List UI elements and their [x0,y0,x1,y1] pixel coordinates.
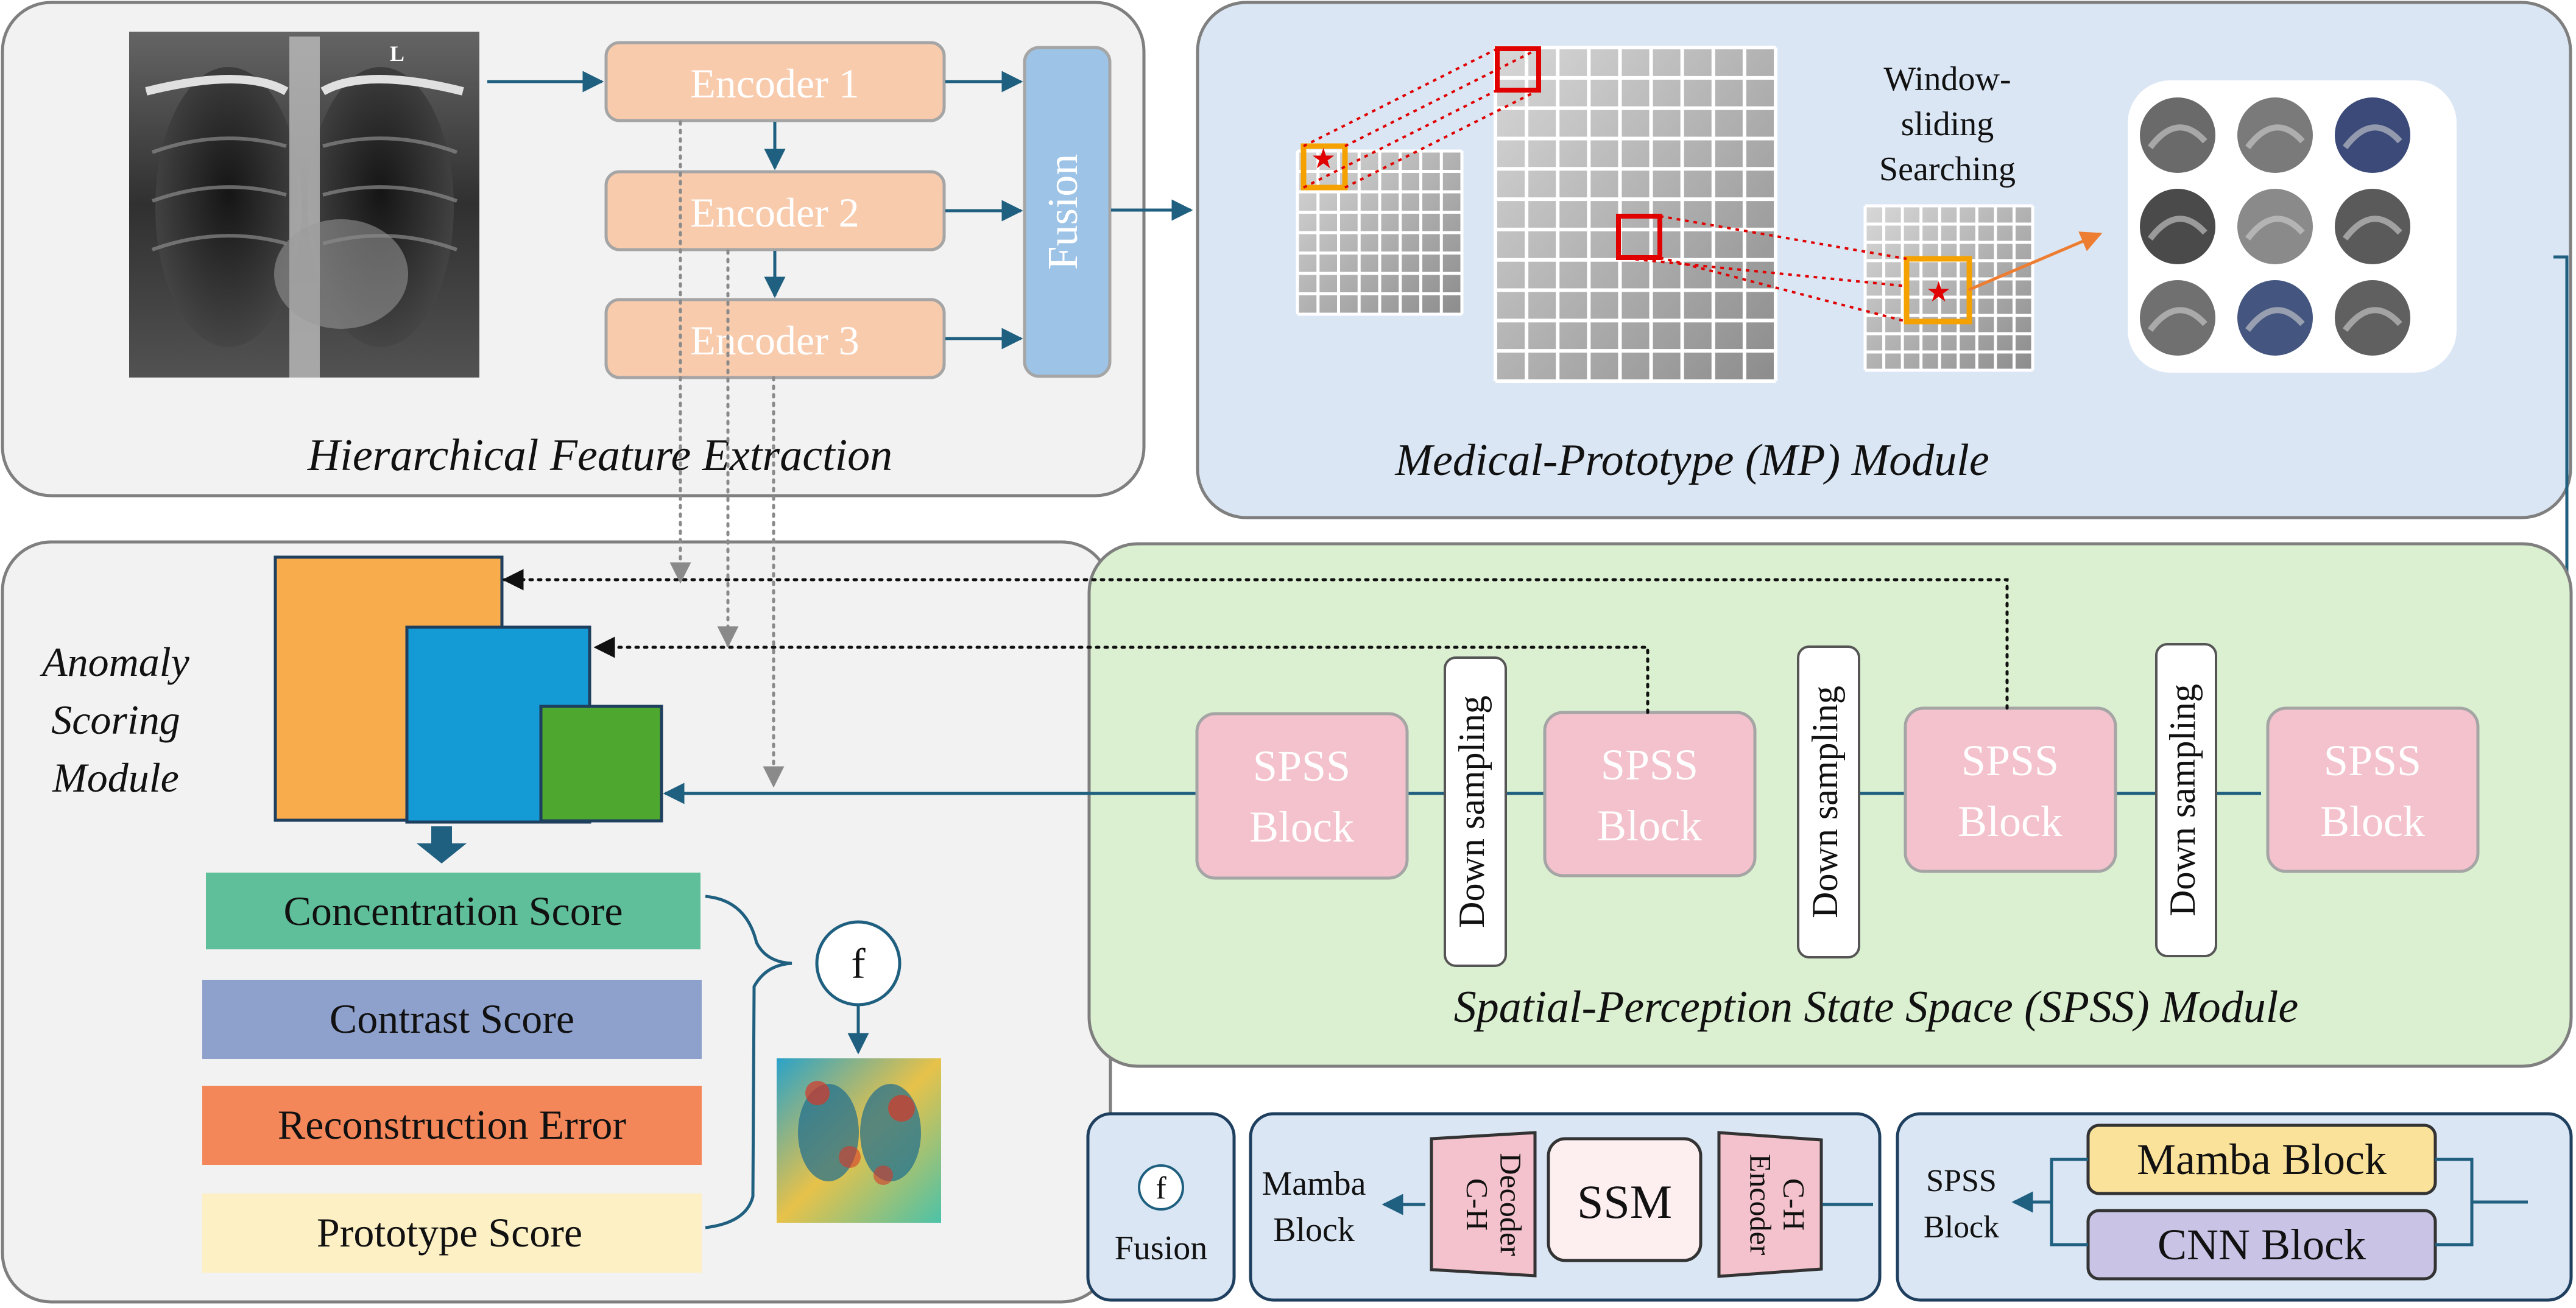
spss-block-3-line-1: SPSS [1961,736,2059,785]
fusion-f-symbol: f [851,941,866,988]
legend-ssm-box [1547,1137,1703,1262]
encoder-2-label: Encoder 2 [690,189,859,236]
down-sampling-2-label: Down sampling [1805,686,1845,918]
prototype-bank [2128,80,2457,373]
legend-spss-output-line-1: SPSS [1926,1164,1997,1198]
legend-decoder-line-1: C-H [1461,1178,1495,1231]
contrast-score-label: Contrast Score [330,996,574,1042]
legend-encoder-line-1: C-H [1777,1178,1812,1231]
spss-block-3 [1904,706,2117,873]
prototype-thumbnail [2237,280,2313,356]
legend-decoder-line-2: Decoder [1494,1153,1528,1256]
spss-block-2-line-2: Block [1597,801,1702,850]
anomaly-heatmap-image [777,1058,941,1223]
prototype-score-box [202,1194,702,1273]
concentration-score-box [206,873,700,949]
hfe-title: Hierarchical Feature Extraction [307,431,892,480]
arrow-maps-to-scores [417,826,467,863]
large-patch-grid [1494,46,1777,383]
down-sampling-1 [1444,656,1507,967]
mp-panel: ★ ★ Window- sliding Searching [1196,1,2572,804]
asm-panel: Anomaly Scoring Module Concentration Sco… [1,540,1112,1304]
legend-spss-block: SPSS Block Mamba Block CNN Block [1896,1112,2573,1302]
legend-mamba-block-label: Mamba Block [2137,1135,2387,1184]
search-patch-grid: ★ [1863,204,2034,372]
xray-marker: L [390,41,404,66]
small-patch-grid: ★ [1296,143,1464,316]
spss-panel: SPSS Block SPSS Block SPSS Block SPSS Bl… [502,542,2573,1068]
contrast-score-box [202,980,702,1059]
prototype-thumbnail [2335,280,2410,356]
skip-block3-to-large-map [502,569,2009,710]
prototype-thumbnail [2237,189,2313,264]
legend-mamba-output-line-1: Mamba [1262,1165,1366,1203]
search-label-line-3: Searching [1879,150,2016,188]
legend-fusion: f Fusion [1086,1112,1236,1302]
encoder-1-box [604,41,946,122]
asm-title-line-1: Anomaly [40,639,190,685]
legend-cnn-block-label: CNN Block [2158,1220,2366,1269]
prototype-thumbnail [2237,97,2313,173]
legend-mamba-block: Mamba Block C-H Decoder SSM C-H Encoder [1249,1112,1882,1302]
legend-encoder-trapezoid [1717,1131,1823,1278]
feature-map-small [539,705,663,823]
prototype-score-label: Prototype Score [317,1209,582,1256]
correspondence-lines [1303,47,1907,323]
reconstruction-error-label: Reconstruction Error [278,1102,627,1148]
chest-xray-image: L [129,32,479,378]
legend-spss-output-line-2: Block [1924,1210,1999,1245]
legend-ssm-label: SSM [1577,1175,1672,1228]
fusion-label: Fusion [1040,154,1087,270]
spss-block-4 [2266,706,2480,873]
legend-fusion-symbol: f [1156,1171,1166,1206]
spss-block-4-line-1: SPSS [2324,736,2421,785]
spss-block-1 [1195,712,1409,880]
spss-block-1-line-1: SPSS [1253,742,1350,790]
encoder-3-label: Encoder 3 [690,317,859,364]
skip-block2-to-medium-map [593,636,1650,714]
prototype-thumbnail [2140,189,2215,264]
fusion-box [1023,46,1112,378]
down-sampling-2 [1797,645,1860,958]
search-label-line-2: sliding [1901,105,1994,143]
search-label-line-1: Window- [1883,60,2011,98]
asm-title-line-3: Module [52,754,179,801]
down-sampling-1-label: Down sampling [1452,695,1492,928]
hfe-panel: L Encoder 1 Encoder 2 Encoder 3 Fusion H… [1,1,1193,498]
prototype-thumbnail [2140,97,2215,173]
prototype-thumbnail [2335,97,2410,173]
svg-text:★: ★ [1926,276,1951,308]
legend-mamba-output-line-2: Block [1273,1211,1355,1249]
down-sampling-3 [2155,643,2217,957]
encoder-feature-links [669,120,785,788]
spss-block-2-line-1: SPSS [1601,740,1698,789]
spss-block-4-line-2: Block [2320,797,2425,846]
arrow-to-prototypes [1968,231,2103,292]
svg-text:★: ★ [1311,143,1336,174]
reconstruction-error-box [202,1086,702,1165]
spss-title: Spatial-Perception State Space (SPSS) Mo… [1454,982,2298,1032]
legend-fusion-label: Fusion [1115,1229,1208,1267]
concentration-score-label: Concentration Score [283,888,623,934]
prototype-thumbnail [2140,280,2215,356]
scores-brace [705,895,792,1229]
spss-block-2 [1543,711,1757,877]
asm-title-line-2: Scoring [51,697,180,743]
spss-block-3-line-2: Block [1958,797,2063,846]
spss-block-1-line-2: Block [1249,803,1354,851]
encoder-1-label: Encoder 1 [690,60,859,107]
encoder-2-box [604,170,946,251]
prototype-thumbnail [2335,189,2410,264]
legend-decoder-trapezoid [1430,1131,1537,1278]
legend-encoder-line-2: Encoder [1744,1154,1778,1256]
down-sampling-3-label: Down sampling [2162,684,2203,916]
mp-title: Medical-Prototype (MP) Module [1394,435,1989,485]
